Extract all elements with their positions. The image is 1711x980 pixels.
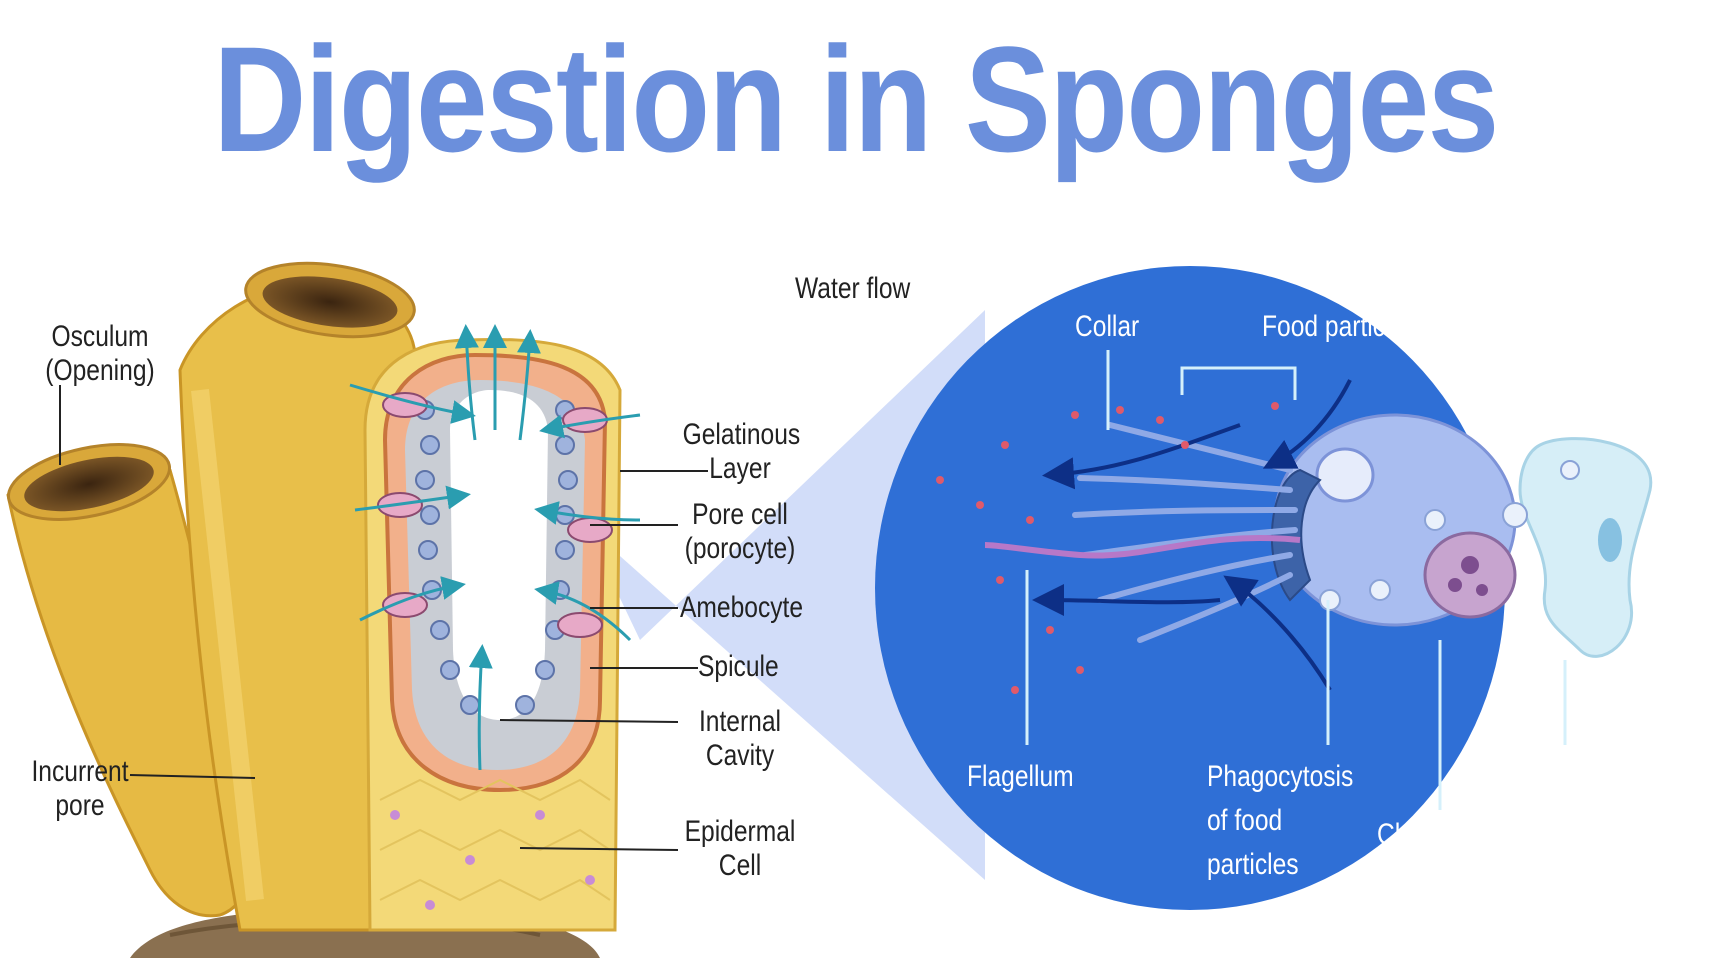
label-amebocyte: Amebocyte bbox=[680, 591, 804, 624]
label-phagocytosis: Phagocytosis of food particles bbox=[1207, 760, 1354, 881]
page-title: Digestion in Sponges bbox=[213, 15, 1499, 183]
label-epidermal-cell: Epidermal Cell bbox=[684, 815, 796, 882]
label-incurrent-pore: Incurrent pore bbox=[31, 755, 129, 822]
zoom-cone bbox=[585, 310, 985, 880]
label-collar: Collar bbox=[1075, 310, 1140, 343]
label-gelatinous-layer: Gelatinous Layer bbox=[682, 418, 801, 485]
tall-sponge-tube bbox=[178, 261, 417, 932]
label-spicule: Spicule bbox=[698, 650, 779, 683]
label-flagellum: Flagellum bbox=[967, 760, 1074, 793]
label-osculum: Osculum (Opening) bbox=[45, 320, 155, 387]
label-choanocyte: Choanocyte bbox=[1377, 818, 1509, 851]
label-food-particles: Food particles in mucus bbox=[1262, 310, 1522, 343]
label-pore-cell: Pore cell (porocyte) bbox=[684, 498, 796, 565]
label-internal-cavity: Internal Cavity bbox=[698, 705, 782, 772]
sponge-cross-section bbox=[349, 324, 641, 932]
label-water-flow: Water flow bbox=[795, 272, 911, 305]
label-amoebocyte: Amoebocyte bbox=[1516, 760, 1653, 793]
choanocyte-cell bbox=[936, 379, 1653, 694]
